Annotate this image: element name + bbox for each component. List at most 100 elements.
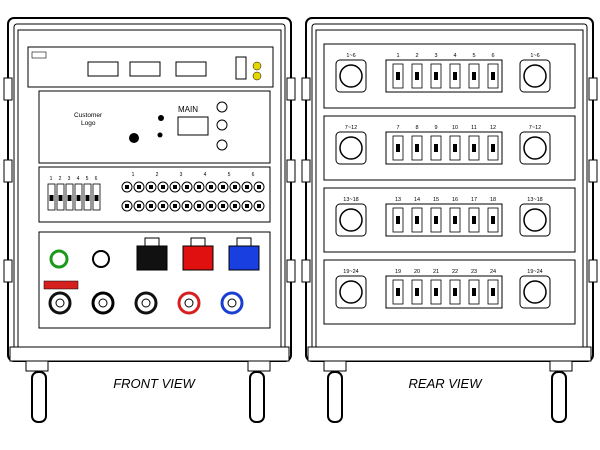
breaker-handle	[58, 195, 63, 201]
rear-breaker-handle	[491, 216, 495, 224]
circuit-number: 21	[433, 269, 439, 275]
breaker-handle	[67, 195, 72, 201]
range-label-right: 19~24	[527, 269, 542, 275]
circuit-number: 1	[396, 53, 399, 59]
camlok-pin	[184, 298, 194, 308]
outlet-slot	[173, 204, 177, 208]
circuit-number: 13	[395, 197, 401, 203]
rear-breaker-handle	[434, 216, 438, 224]
outlet-slot	[125, 185, 129, 189]
camlok-group	[48, 291, 244, 315]
rear-breaker-handle	[396, 72, 400, 80]
connector-box-cap	[236, 237, 252, 247]
outlet-slot	[197, 204, 201, 208]
outlet-number: 5	[228, 172, 231, 178]
circuit-number: 18	[490, 197, 496, 203]
rear-breaker-handle	[472, 72, 476, 80]
circuit-number: 15	[433, 197, 439, 203]
breaker-number: 3	[68, 176, 71, 182]
multipin-face	[523, 208, 547, 232]
circuit-number: 19	[395, 269, 401, 275]
outlet-slot	[257, 204, 261, 208]
circuit-number: 9	[434, 125, 437, 131]
breaker-number: 2	[59, 176, 62, 182]
outlet-slot	[173, 185, 177, 189]
outlet-slot	[233, 204, 237, 208]
circuit-number: 12	[490, 125, 496, 131]
breaker-number: 5	[86, 176, 89, 182]
breaker-number: 6	[95, 176, 98, 182]
rear-breaker-handle	[491, 72, 495, 80]
rear-breaker-handle	[434, 288, 438, 296]
outlet-number: 4	[204, 172, 207, 178]
circuit-number: 5	[472, 53, 475, 59]
outlet-slot	[161, 185, 165, 189]
outlet-slot	[149, 204, 153, 208]
connector-box	[136, 245, 168, 271]
multipin-face	[339, 136, 363, 160]
rear-wheel-left	[323, 360, 347, 423]
outlet-slot	[125, 204, 129, 208]
outlet-slot	[245, 185, 249, 189]
breaker-handle	[49, 195, 54, 201]
outlet-slot	[233, 185, 237, 189]
rear-view-label: REAR VIEW	[409, 376, 484, 391]
multipin-face	[339, 64, 363, 88]
rear-breaker-handle	[453, 144, 457, 152]
rear-breaker-handle	[415, 72, 419, 80]
circuit-number: 7	[396, 125, 399, 131]
connector-box	[182, 245, 214, 271]
rear-breaker-handle	[472, 288, 476, 296]
circuit-number: 3	[434, 53, 437, 59]
breaker-handle	[85, 195, 90, 201]
outlet-slot	[257, 185, 261, 189]
circuit-number: 16	[452, 197, 458, 203]
rear-wheel-right	[549, 360, 573, 423]
outlet-slot	[221, 185, 225, 189]
circuit-number: 23	[471, 269, 477, 275]
connector-box	[228, 245, 260, 271]
rear-breaker-handle	[453, 72, 457, 80]
rear-breaker-handle	[396, 144, 400, 152]
rear-breaker-block	[385, 59, 503, 93]
rear-breaker-handle	[453, 288, 457, 296]
multipin-face	[523, 64, 547, 88]
meter-panel	[27, 46, 274, 88]
multipin-face	[523, 136, 547, 160]
circuit-number: 4	[453, 53, 456, 59]
main-label: MAIN	[178, 105, 198, 114]
range-label-right: 7~12	[529, 125, 541, 131]
outlet-slot	[221, 204, 225, 208]
outlet-panel	[38, 166, 271, 223]
outlet-slot	[161, 204, 165, 208]
circuit-number: 22	[452, 269, 458, 275]
multipin-face	[523, 280, 547, 304]
rear-breaker-handle	[415, 216, 419, 224]
range-label-left: 19~24	[343, 269, 358, 275]
circuit-number: 10	[452, 125, 458, 131]
camlok-pin	[55, 298, 65, 308]
outlet-slot	[149, 185, 153, 189]
rear-breaker-block	[385, 203, 503, 237]
front-wheel-left	[25, 360, 49, 423]
outlet-slot	[137, 204, 141, 208]
rear-breaker-handle	[453, 216, 457, 224]
front-wheel-right	[247, 360, 271, 423]
breaker-handle	[94, 195, 99, 201]
rear-breaker-handle	[491, 144, 495, 152]
rear-breaker-handle	[415, 144, 419, 152]
rear-breaker-handle	[396, 288, 400, 296]
camlok-pin	[227, 298, 237, 308]
customer-logo-line2: Logo	[81, 120, 96, 127]
customer-logo-line1: Customer	[74, 112, 103, 119]
rear-breaker-block	[385, 275, 503, 309]
rear-breaker-handle	[472, 216, 476, 224]
circuit-number: 14	[414, 197, 420, 203]
rear-breaker-handle	[491, 288, 495, 296]
outlet-slot	[209, 185, 213, 189]
outlet-number: 1	[132, 172, 135, 178]
circuit-number: 2	[415, 53, 418, 59]
multipin-face	[339, 280, 363, 304]
